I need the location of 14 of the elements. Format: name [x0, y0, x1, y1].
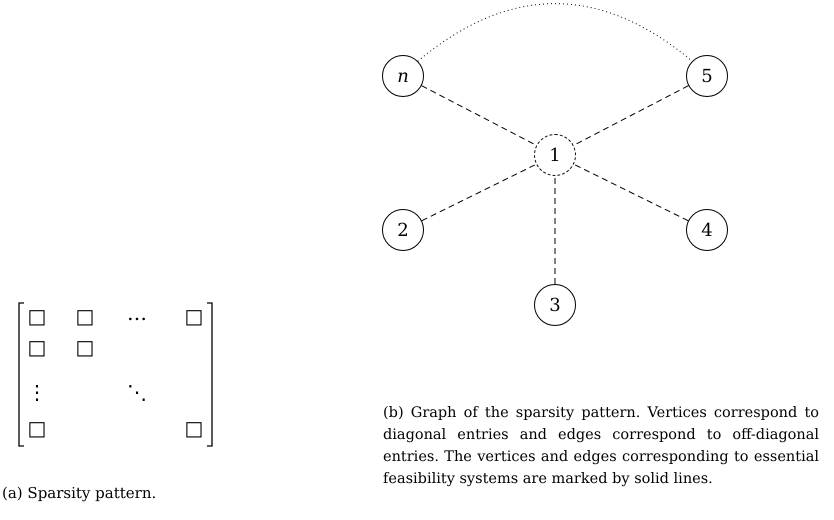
matrix-entry: ⋱ [127, 382, 147, 402]
figure-caption: (a) Sparsity pattern. [2, 483, 156, 504]
graph-edge [417, 3, 693, 62]
matrix-entry: □ [184, 306, 204, 326]
matrix-entry: □ [76, 337, 94, 357]
matrix-entry: □ [184, 418, 204, 438]
matrix-entry: ⋮ [27, 382, 47, 402]
graph-edge [554, 176, 556, 284]
matrix-entry: … [127, 303, 147, 323]
figure-caption: (b) Graph of the sparsity pattern. Vertices correspond to diagonal entries and edges correspond to off-diagonal entries. The vertices and edges corresponding to essential feasibility systems are marked by solid lines. [383, 404, 819, 489]
matrix-entry: □ [28, 418, 46, 438]
matrix-entry: □ [28, 337, 46, 357]
matrix-entry: □ [76, 306, 94, 326]
matrix-entry: □ [28, 306, 46, 326]
